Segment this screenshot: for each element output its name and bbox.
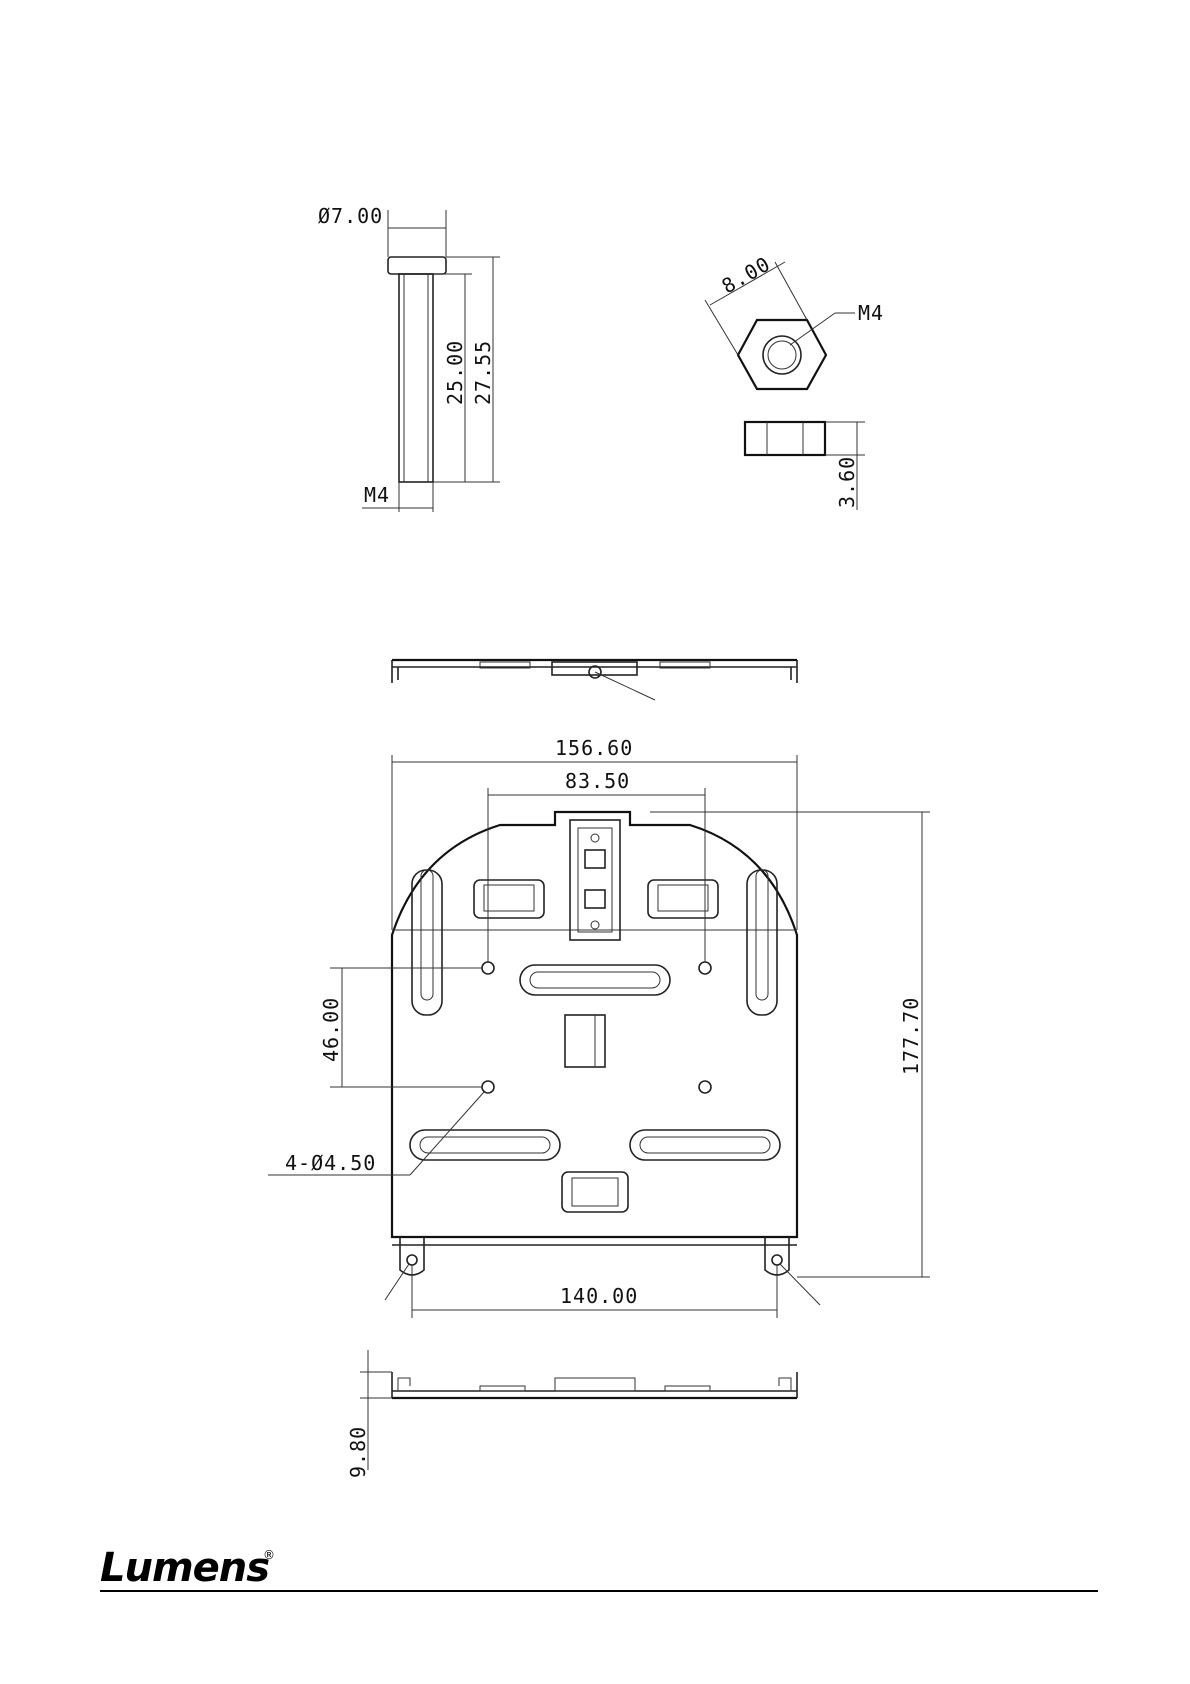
plate-overall-height-label: 177.70 <box>899 997 923 1075</box>
plate-edge-view-top <box>392 660 797 700</box>
nut-side-view: 3.60 <box>745 422 865 510</box>
plate-hole-callout-label: 4-Ø4.50 <box>285 1151 376 1175</box>
plate-overall-width-label: 156.60 <box>555 736 633 760</box>
screw-head-diameter-label: Ø7.00 <box>318 204 383 228</box>
plate-top-hole-spacing-label: 83.50 <box>565 769 630 793</box>
plate-bottom-hole-spacing-label: 140.00 <box>560 1284 638 1308</box>
nut-top-view: 8.00 M4 <box>705 251 884 389</box>
footer-rule <box>100 1590 1098 1592</box>
plate-side-height-label: 9.80 <box>346 1426 370 1478</box>
plate-edge-view-bottom: 9.80 <box>346 1350 797 1478</box>
nut-thread-label: M4 <box>858 301 884 325</box>
nut-thickness-label: 3.60 <box>835 456 859 508</box>
plate-front-view <box>392 812 797 1275</box>
nut-across-flats-label: 8.00 <box>718 251 775 298</box>
screw-drawing: Ø7.00 25.00 27.55 M4 <box>318 204 500 512</box>
lumens-logo: Lumens <box>100 1545 269 1591</box>
plate-dimensions: 156.60 83.50 177.70 46.00 4-Ø4.50 140.00 <box>268 736 930 1318</box>
screw-thread-label: M4 <box>364 483 390 507</box>
screw-shank-length-label: 25.00 <box>443 340 467 405</box>
plate-vertical-hole-spacing-label: 46.00 <box>319 997 343 1062</box>
registered-mark: ® <box>263 1548 275 1562</box>
screw-total-length-label: 27.55 <box>471 340 495 405</box>
